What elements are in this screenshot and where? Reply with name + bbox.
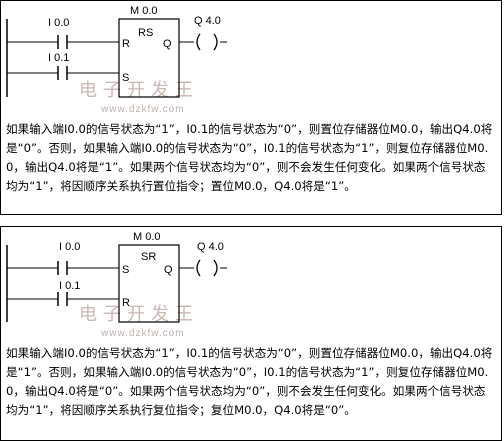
watermark-cn: 电子开发王: [79, 80, 199, 101]
contact1-label: I 0.0: [48, 17, 69, 29]
watermark-url: www.dzkfw.com: [100, 328, 185, 339]
watermark-cn: 电子开发王: [79, 304, 199, 325]
contact-i01[interactable]: [57, 292, 68, 306]
contact-i01[interactable]: [57, 66, 68, 80]
watermark-url: www.dzkfw.com: [100, 104, 185, 115]
contact-i00[interactable]: [57, 261, 68, 275]
contact-i00[interactable]: [57, 35, 68, 49]
block-type: RS: [138, 27, 153, 39]
contact2-label: I 0.1: [59, 280, 80, 292]
pin-bottom-label: R: [122, 297, 130, 309]
coil-q40[interactable]: [196, 33, 218, 51]
sr-description: 如果输入端I0.0的信号状态为“1”，I0.1的信号状态为“0”，则置位存储器位…: [6, 346, 493, 417]
block-label: M 0.0: [133, 231, 161, 243]
sr-ladder-diagram: 电子开发王 www.dzkfw.com I 0.0 I 0.1 M 0.0 SR…: [6, 231, 227, 339]
block-type: SR: [141, 251, 156, 263]
sr-diagram-panel: 电子开发王 www.dzkfw.com I 0.0 I 0.1 M 0.0 SR…: [0, 226, 502, 441]
pin-top-label: S: [122, 264, 129, 276]
pin-q-label: Q: [164, 264, 173, 276]
contact2-label: I 0.1: [48, 52, 69, 64]
coil-label: Q 4.0: [194, 15, 221, 27]
contact1-label: I 0.0: [59, 241, 80, 253]
coil-label: Q 4.0: [197, 241, 224, 253]
pin-q-label: Q: [163, 38, 172, 50]
pin-bottom-label: S: [122, 72, 129, 84]
rs-flipflop-block[interactable]: [118, 18, 180, 98]
pin-top-label: R: [122, 38, 130, 50]
block-label: M 0.0: [130, 5, 158, 17]
coil-q40[interactable]: [196, 259, 218, 277]
rs-description: 如果输入端I0.0的信号状态为“1”，I0.1的信号状态为“0”，则置位存储器位…: [6, 122, 493, 193]
rs-diagram-panel: 电子开发王 www.dzkfw.com I 0.0 I 0.1 M 0.0 RS…: [0, 0, 502, 215]
rs-ladder-diagram: 电子开发王 www.dzkfw.com I 0.0 I 0.1 M 0.0 RS…: [6, 5, 227, 115]
sr-flipflop-block[interactable]: [118, 244, 180, 323]
